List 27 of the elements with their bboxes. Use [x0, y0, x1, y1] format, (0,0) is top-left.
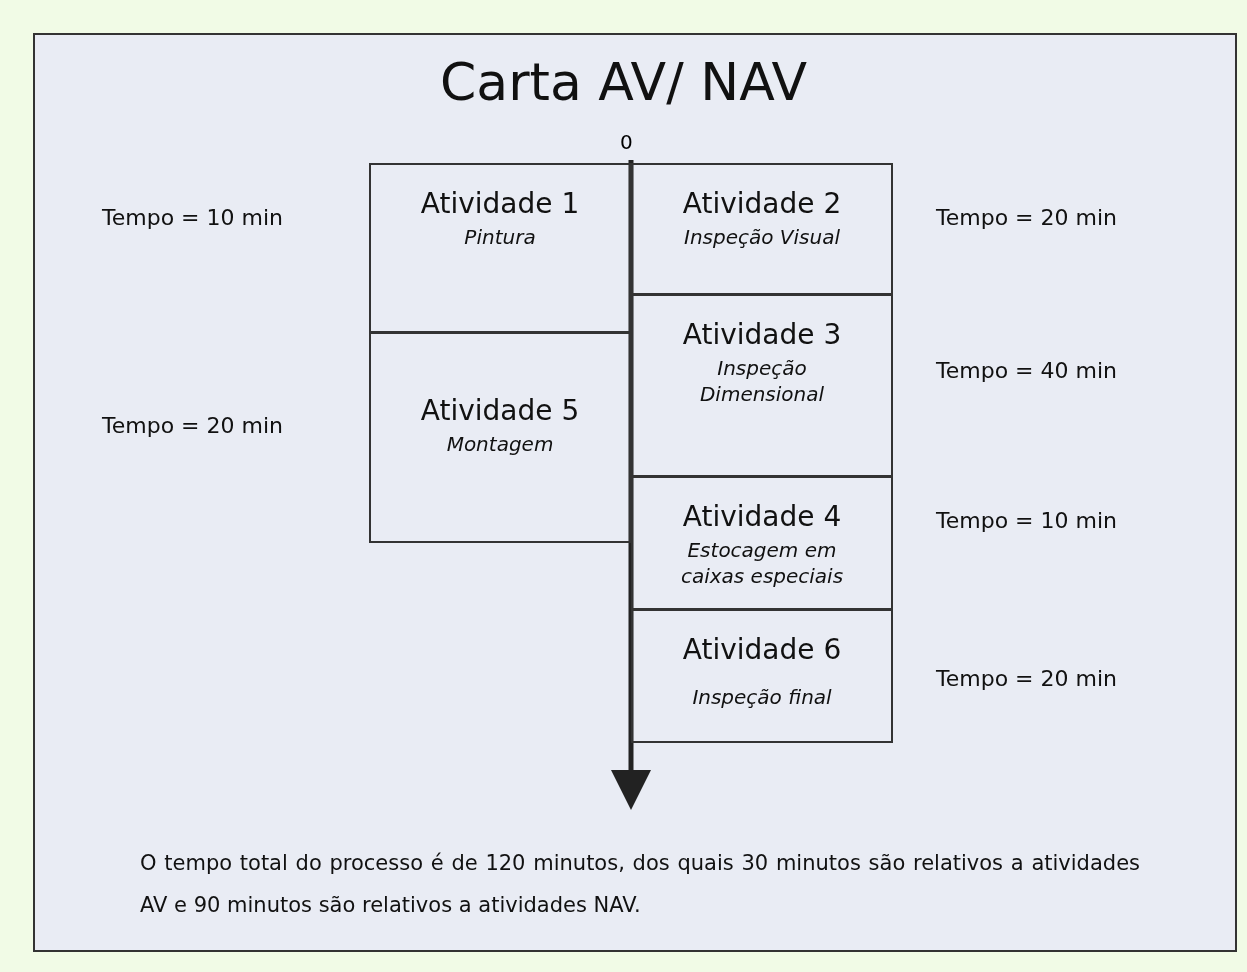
duration-label: Tempo = 20 min	[936, 666, 1117, 691]
activity-description: Inspeção Dimensional	[698, 355, 826, 407]
activity-box	[631, 476, 893, 610]
activity-box	[369, 332, 631, 543]
duration-label: Tempo = 10 min	[102, 205, 283, 230]
activity-description: Montagem	[445, 431, 555, 457]
duration-label: Tempo = 20 min	[102, 413, 283, 438]
activity-description: Inspeção Visual	[683, 224, 841, 250]
activity-title: Atividade 6	[682, 633, 842, 666]
activity-title: Atividade 3	[682, 318, 842, 351]
summary-note: O tempo total do processo é de 120 minutos, dos quais 30 minutos são relativos a atividades AV e 90 minutos são relativos a atividades NAV.	[140, 850, 1140, 919]
activity-title: Atividade 2	[682, 187, 842, 220]
activity-box	[369, 163, 631, 333]
activity-box	[631, 294, 893, 477]
activity-title: Atividade 5	[420, 394, 580, 427]
activity-description: Inspeção final	[691, 684, 833, 710]
activity-description: Pintura	[463, 224, 537, 250]
activity-box	[631, 163, 893, 295]
activity-title: Atividade 1	[420, 187, 580, 220]
diagram-title: Carta AV/ NAV	[439, 52, 808, 112]
duration-label: Tempo = 40 min	[936, 358, 1117, 383]
duration-label: Tempo = 20 min	[936, 205, 1117, 230]
duration-label: Tempo = 10 min	[936, 508, 1117, 533]
axis-label: 0	[620, 130, 633, 154]
activity-title: Atividade 4	[682, 500, 842, 533]
activity-description: Estocagem em caixas especiais	[679, 537, 845, 589]
activity-box	[631, 609, 893, 743]
